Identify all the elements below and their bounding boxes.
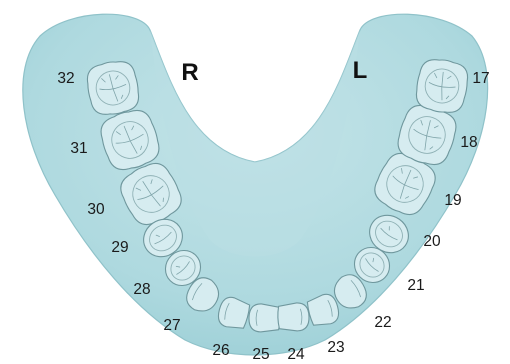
- tooth-number-29: 29: [111, 239, 128, 256]
- tooth-number-31: 31: [70, 140, 87, 157]
- left-side-label: L: [353, 57, 368, 84]
- tooth-number-20: 20: [423, 233, 441, 250]
- tooth-number-23: 23: [327, 339, 344, 356]
- tooth-number-22: 22: [374, 314, 391, 331]
- tooth-number-18: 18: [460, 134, 477, 151]
- tooth-number-19: 19: [444, 192, 461, 209]
- tooth-number-30: 30: [87, 201, 105, 218]
- tooth-crown: [277, 302, 309, 331]
- tooth-crown: [249, 303, 281, 332]
- right-side-label: R: [181, 59, 198, 86]
- tooth-number-17: 17: [472, 70, 489, 87]
- tooth-number-26: 26: [212, 342, 229, 359]
- tooth-number-21: 21: [407, 277, 424, 294]
- tooth-number-25: 25: [252, 346, 269, 363]
- tooth-number-27: 27: [163, 317, 180, 334]
- tooth-number-28: 28: [133, 281, 150, 298]
- tooth-25[interactable]: [249, 303, 281, 332]
- tooth-24[interactable]: [277, 302, 309, 331]
- tooth-number-32: 32: [57, 70, 74, 87]
- tooth-number-24: 24: [287, 346, 305, 363]
